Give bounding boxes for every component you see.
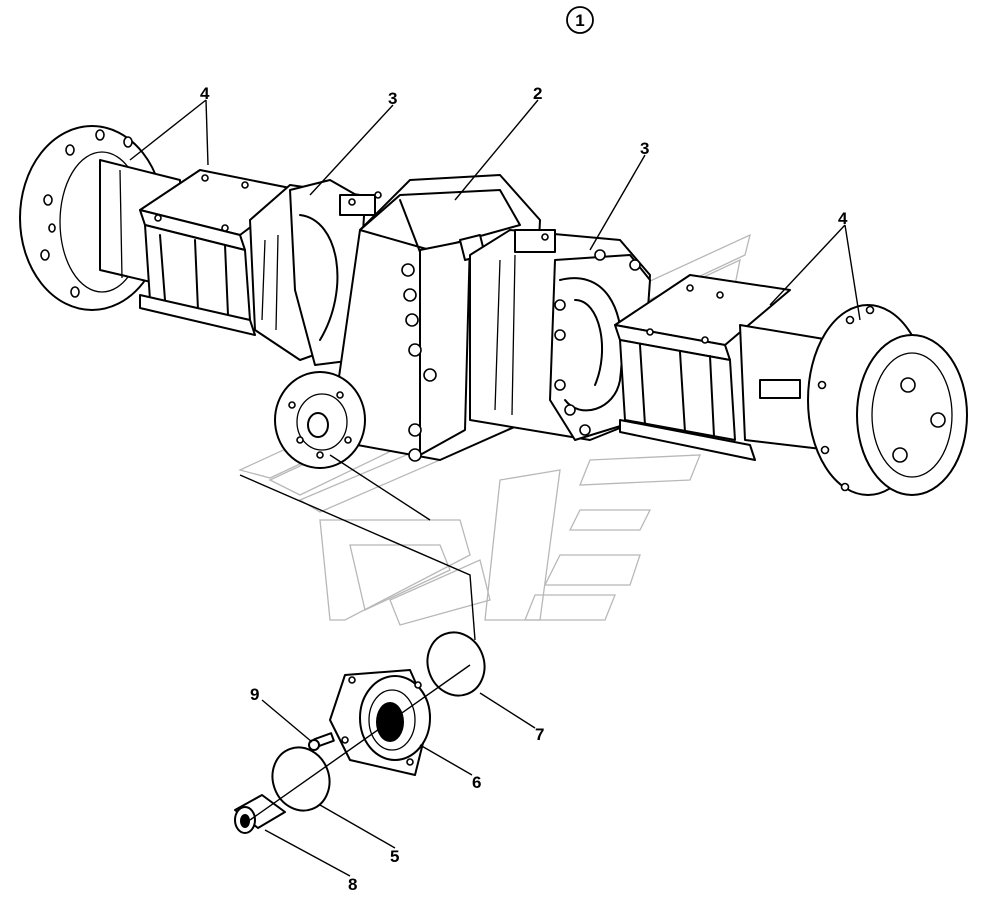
label-7: 7 [535, 725, 544, 744]
right-wheel-hub [807, 304, 968, 496]
right-axle-tube [739, 324, 831, 451]
callout-circle [566, 6, 594, 34]
diagram-number-callout: 1 [566, 6, 594, 34]
label-5: 5 [390, 847, 399, 866]
sleeve-8 [234, 794, 286, 834]
input-pinion-boss [274, 371, 366, 469]
label-left-4: 4 [200, 84, 210, 103]
label-9: 9 [250, 685, 259, 704]
label-center-2: 2 [533, 84, 542, 103]
label-right-3: 3 [640, 139, 649, 158]
label-right-4: 4 [838, 209, 848, 228]
part-labels: 4 3 2 3 4 9 7 6 5 8 [200, 84, 848, 894]
label-8: 8 [348, 875, 357, 894]
o-ring-7 [426, 631, 486, 697]
label-left-3: 3 [388, 89, 397, 108]
callout-number: 1 [575, 11, 584, 30]
cover-plate-6 [329, 669, 431, 776]
right-spring-pad [614, 274, 791, 461]
leader-lines [129, 99, 861, 877]
label-6: 6 [472, 773, 481, 792]
bolt-9 [308, 732, 335, 751]
o-ring-5 [271, 746, 331, 812]
assembly-axis [239, 454, 476, 821]
left-planetary-housing [249, 179, 382, 366]
